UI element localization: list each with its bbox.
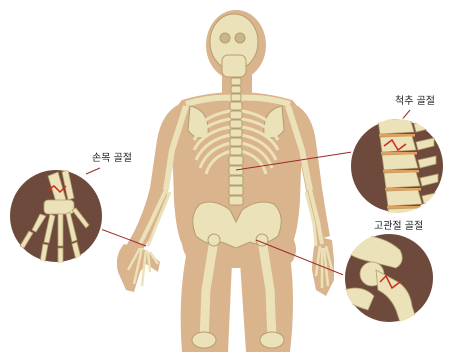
spine-fracture-label: 척추 골절 (395, 96, 435, 108)
hip-inset (344, 233, 434, 334)
wrist-label-pointer (86, 168, 100, 174)
spine-vertebrae (229, 78, 243, 205)
hip-fracture-label: 고관절 골절 (374, 221, 423, 233)
wrist-fracture-label: 손목 골절 (92, 153, 132, 165)
wrist-inset (9, 169, 103, 266)
spine-inset (350, 118, 444, 224)
